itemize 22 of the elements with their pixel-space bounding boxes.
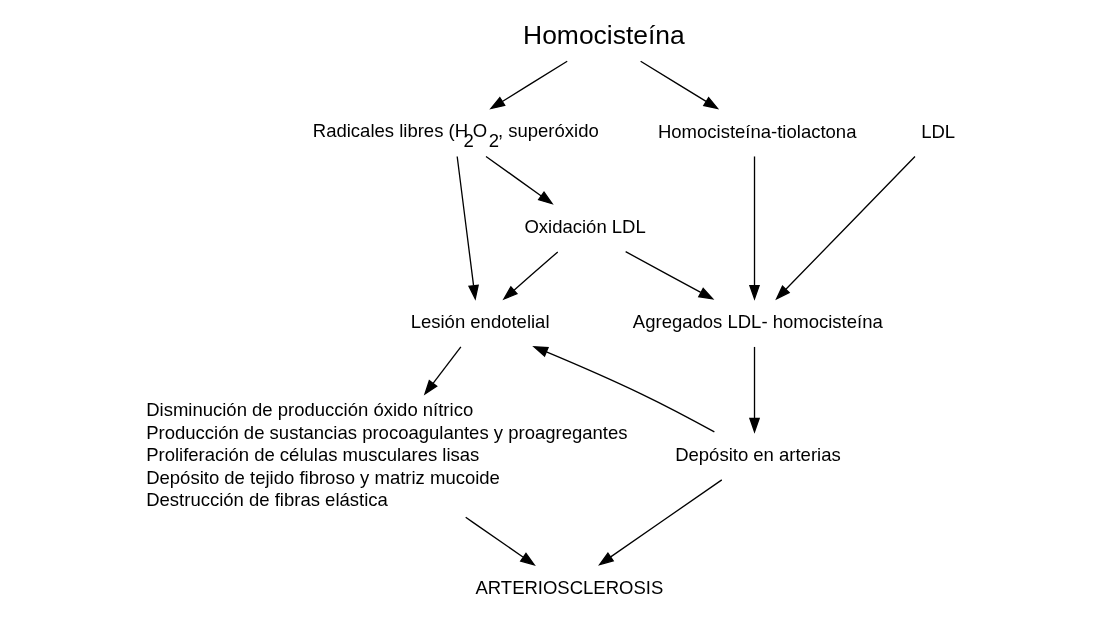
node-text: Lesión endotelial (410, 311, 550, 333)
node-text: Disminución de producción óxido nítrico Producción de sustancias procoagulantes y proagregantes Proliferación de células musculares lisas Depósito de tejido fibroso y matriz mucoide Destrucción de fibras elástica (146, 399, 628, 511)
arrow (465, 516, 536, 566)
node-text: Oxidación LDL (524, 216, 646, 238)
arrow (775, 155, 916, 301)
arrow (456, 155, 479, 301)
arrow (639, 60, 720, 110)
arrow (748, 346, 761, 434)
arrow (489, 60, 568, 110)
node-text: Homocisteína (523, 19, 685, 50)
arrow (748, 155, 761, 301)
arrow (502, 251, 559, 301)
node-text: Homocisteína-tiolactona (657, 121, 857, 143)
node-text: LDL (921, 121, 956, 143)
arrow (423, 346, 462, 396)
arrow (485, 155, 554, 205)
arrow (532, 345, 715, 433)
node-text: Agregados LDL- homocisteína (632, 311, 883, 333)
node-text: Depósito en arterias (675, 444, 841, 466)
node-text: ARTERIOSCLEROSIS (475, 577, 664, 599)
arrow (625, 251, 715, 300)
arrow (598, 479, 723, 566)
